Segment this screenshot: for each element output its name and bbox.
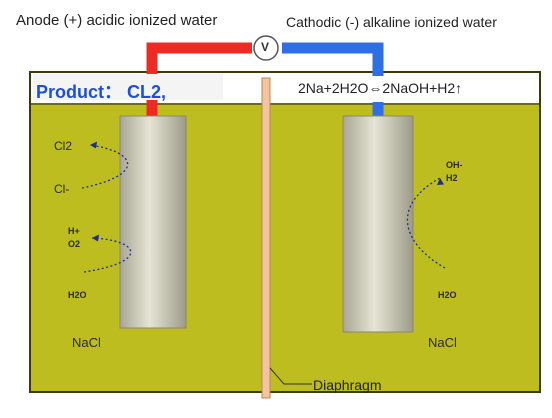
product-label: Product： CL2, [36,82,167,102]
cathode-h2o-label: H2O [438,290,457,300]
h2o-to-oh-arrow [406,177,446,269]
h-plus-label: H+ [68,226,80,236]
diaphragm-leader [269,367,312,385]
cl2-arrowhead [90,141,97,149]
diaphragm-label: Diaphragm [313,377,382,393]
cl-minus-label: Cl- [54,182,70,196]
voltmeter-symbol: V [261,40,270,54]
diaphragm [261,77,271,399]
anode-h2o-label: H2O [68,290,87,300]
solution [31,104,539,391]
cathode-electrode [342,115,414,333]
cl-to-cl2-arrow [81,144,129,189]
oh-minus-label: OH- [446,160,463,170]
h2o-to-h-arrow [83,237,132,273]
oh-arrowhead [437,178,444,185]
cl2-label: Cl2 [54,139,73,153]
anode-nacl-label: NaCl [72,335,101,350]
reaction-box [282,76,534,102]
cathode-title: Cathodic (-) alkaline ionized water [286,14,497,30]
anode-title: Anode (+) acidic ionized water [16,12,218,29]
h2-label: H2 [446,173,458,183]
anode-electrode [119,115,187,329]
product-label-box [33,74,223,100]
h-arrowhead [92,234,99,242]
cathode-nacl-label: NaCl [428,335,457,350]
reaction-equation: 2Na+2H2O⇔2NaOH+H2↑ [298,80,463,96]
o2-label: O2 [68,239,81,249]
voltmeter [253,35,279,61]
